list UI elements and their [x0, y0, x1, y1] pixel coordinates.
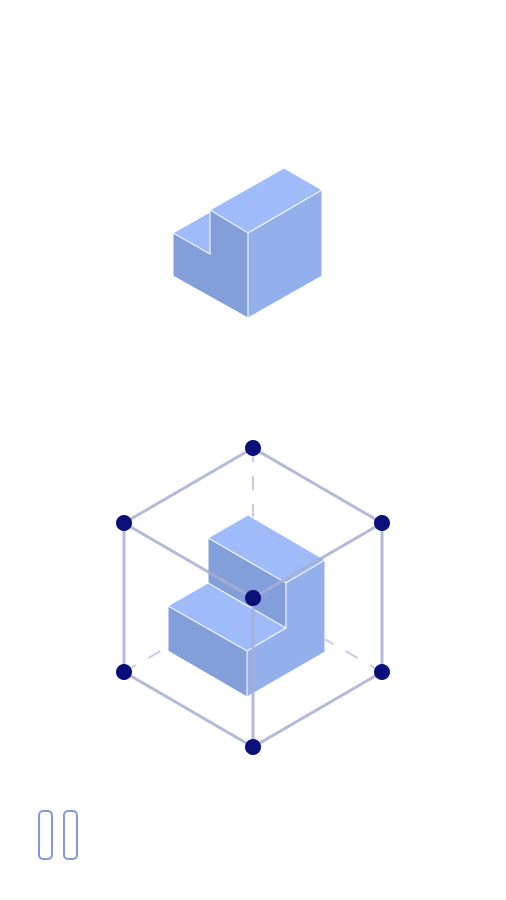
puzzle-cube[interactable]	[116, 440, 390, 755]
vertex-upper-right[interactable]	[374, 515, 390, 531]
vertex-upper-left[interactable]	[116, 515, 132, 531]
vertex-top[interactable]	[245, 440, 261, 456]
target-face-right	[247, 189, 323, 319]
target-shape	[171, 167, 323, 319]
vertex-lower-right[interactable]	[374, 664, 390, 680]
puzzle-block[interactable]	[166, 514, 326, 698]
cage-visible-edges	[122, 446, 384, 749]
vertex-lower-left[interactable]	[116, 664, 132, 680]
vertex-bottom[interactable]	[245, 739, 261, 755]
block-right	[246, 559, 326, 698]
pause-button[interactable]	[34, 806, 86, 866]
cage-vertices	[116, 440, 390, 755]
pause-bar-right	[63, 810, 78, 860]
pause-bar-left	[38, 810, 53, 860]
vertex-center[interactable]	[245, 590, 261, 606]
